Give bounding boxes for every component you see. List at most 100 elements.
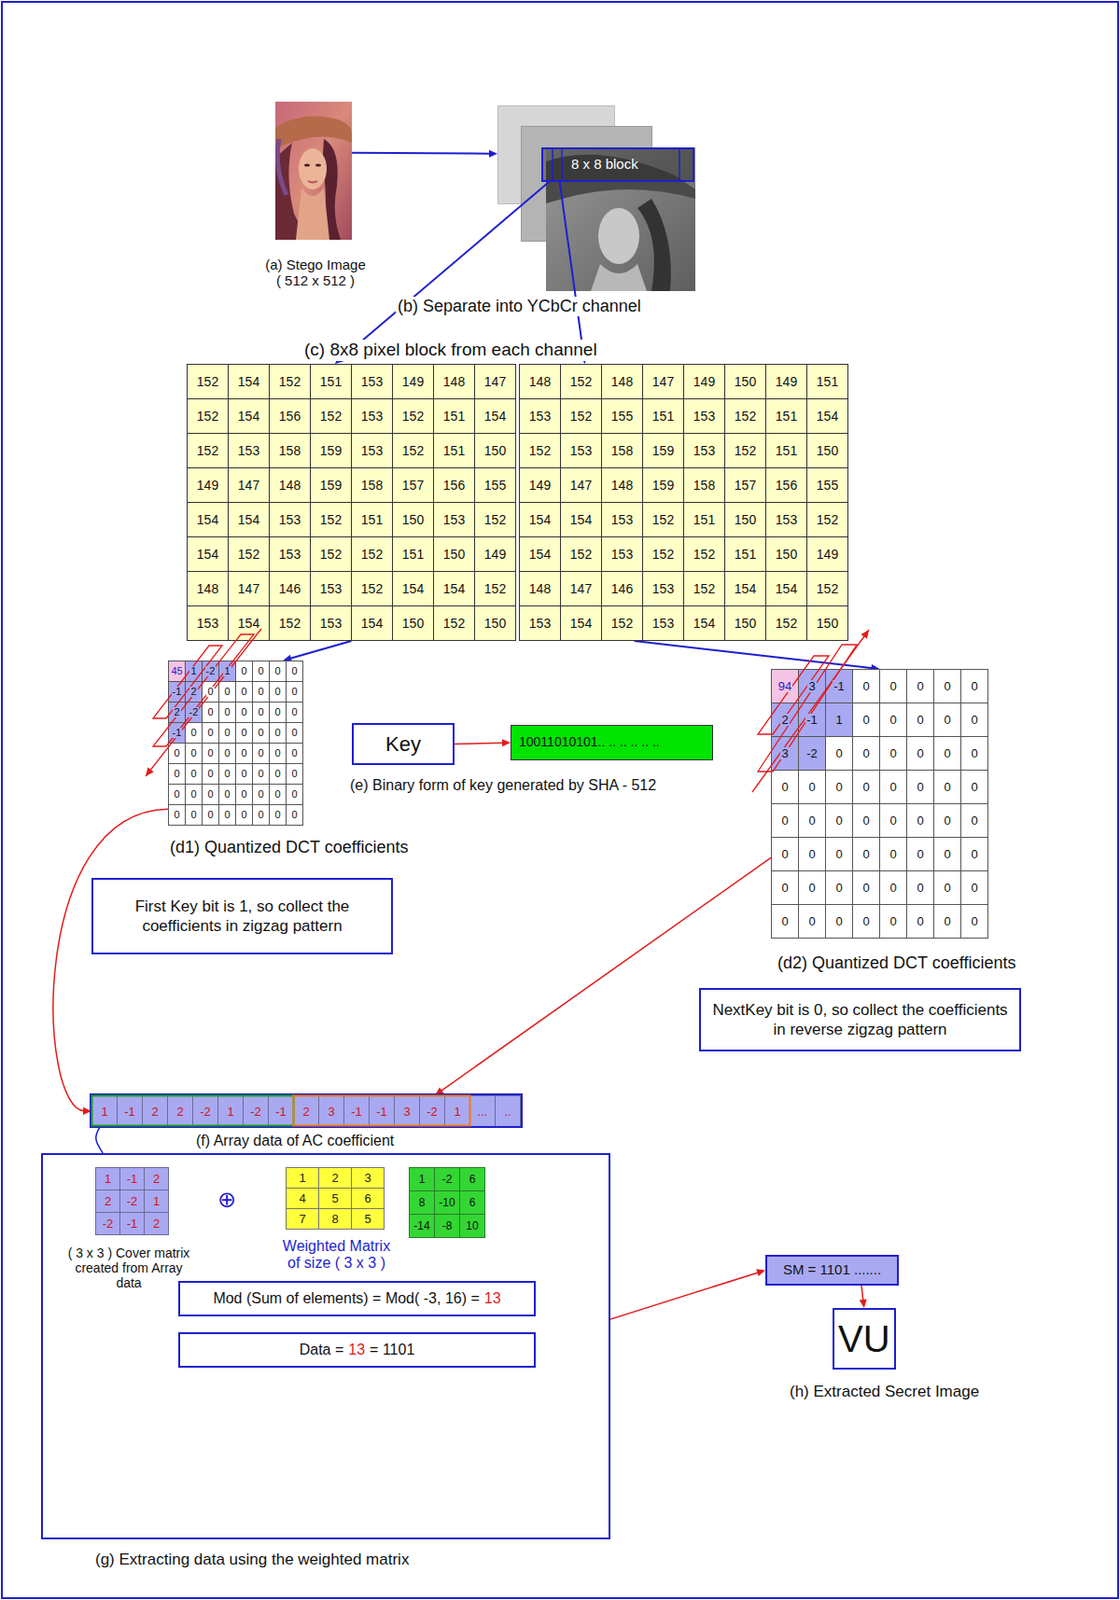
table-cell: 0 — [852, 770, 881, 805]
photo-hair — [637, 198, 672, 292]
cell-value: 152 — [483, 513, 507, 527]
connector-line — [861, 1286, 864, 1302]
cell-value: 149 — [483, 547, 507, 561]
cell-value: 0 — [915, 814, 924, 827]
table-cell: 0 — [285, 742, 304, 765]
cell-value: 0 — [256, 707, 265, 718]
table-cell: 1 — [91, 1095, 118, 1128]
cell-value: 152 — [278, 375, 302, 389]
table-cell: 148 — [601, 364, 644, 400]
cell-value: 6 — [468, 1197, 477, 1209]
cell-value: 152 — [483, 582, 507, 596]
cell-value: 0 — [942, 747, 952, 760]
cell-value: 157 — [401, 478, 425, 492]
cell-value: 1 — [834, 714, 843, 727]
cell-value: -1 — [375, 1106, 389, 1119]
table-cell: 152 — [474, 502, 517, 538]
cell-value: 0 — [290, 728, 298, 739]
table-cell: 0 — [285, 804, 304, 826]
table-cell: 149 — [765, 364, 808, 400]
array-outline — [90, 1094, 522, 1128]
cell-value: 1 — [189, 666, 197, 677]
cell-value: -8 — [441, 1220, 454, 1232]
cell-value: 153 — [360, 375, 384, 389]
cell-value: 149 — [692, 375, 716, 389]
cell-value: 0 — [239, 789, 248, 800]
table-cell: 0 — [168, 742, 186, 765]
table-cell: 154 — [227, 605, 270, 642]
cell-value: 0 — [290, 666, 298, 677]
caption: (d1) Quantized DCT coefficients — [168, 838, 410, 858]
table-cell: 0 — [268, 722, 287, 744]
table-cell: 0 — [285, 722, 304, 744]
cell-value: 0 — [861, 915, 870, 928]
cell-value: 153 — [196, 616, 220, 630]
cell-value: 155 — [483, 478, 507, 492]
table-cell: 147 — [227, 467, 270, 504]
key-box: Key — [351, 723, 455, 766]
table-cell: 154 — [186, 502, 229, 538]
table-cell: 151 — [350, 502, 393, 538]
table-cell: 154 — [350, 605, 393, 642]
cell-value: 0 — [915, 915, 924, 928]
channel-photos — [497, 105, 696, 292]
table-cell: 0 — [825, 736, 854, 771]
cell-value: 152 — [528, 444, 552, 458]
table-cell: 0 — [235, 763, 253, 785]
cell-value: 153 — [569, 444, 593, 458]
cell-value: 0 — [290, 810, 298, 821]
table-cell: 0 — [852, 736, 881, 771]
table-cell: 152 — [309, 398, 352, 434]
table-cell: 153 — [350, 398, 393, 434]
table-cell: 152 — [724, 398, 767, 434]
cell-value: 146 — [278, 582, 302, 596]
table-cell: 152 — [186, 364, 229, 400]
cell-value: 0 — [223, 789, 231, 800]
cell-value: 151 — [815, 375, 840, 389]
cell-value: 153 — [528, 616, 552, 630]
cell-value: 154 — [237, 375, 261, 389]
block-marker: 8 x 8 block — [541, 147, 695, 182]
cell-value: 0 — [239, 810, 248, 821]
cell-value: 2 — [172, 707, 181, 718]
table-cell: 152 — [227, 536, 270, 573]
cell-value: 151 — [774, 444, 798, 458]
table-cell: 0 — [933, 736, 962, 771]
table-cell: 152 — [642, 536, 685, 573]
table-cell: 150 — [474, 605, 517, 642]
cell-value: -2 — [126, 1195, 140, 1208]
node-text: First Key bit is 1, so collect the coeff… — [102, 896, 382, 938]
cell-value: 0 — [861, 781, 870, 794]
cell-value: -2 — [205, 666, 217, 677]
connector-line — [339, 182, 549, 360]
node-text: VU — [838, 1316, 891, 1363]
cell-value: 153 — [319, 582, 343, 596]
table-cell: 152 — [560, 398, 602, 434]
cell-value: 0 — [834, 781, 843, 794]
table-cell: 159 — [642, 467, 685, 504]
cell-value: 148 — [442, 375, 466, 389]
node-text: 8 x 8 block — [571, 155, 639, 174]
table-cell: 151 — [642, 398, 685, 434]
cell-value: 0 — [861, 680, 870, 693]
stego-photo — [275, 101, 352, 240]
cell-value: 0 — [172, 810, 181, 821]
table-cell: 150 — [806, 605, 849, 642]
table-cell: 2 — [293, 1095, 320, 1128]
table-cell: ... — [469, 1095, 496, 1128]
grid-line — [678, 149, 681, 181]
table-cell: 151 — [433, 398, 476, 434]
cell-value: 158 — [610, 444, 634, 458]
cell-value: 150 — [733, 616, 757, 630]
table-cell: 153 — [268, 536, 311, 573]
cell-value: 153 — [610, 513, 634, 527]
cell-value: 147 — [237, 582, 261, 596]
table-cell: -8 — [434, 1214, 461, 1239]
table-cell: 10 — [459, 1214, 486, 1239]
table-cell: 3 — [350, 1167, 385, 1190]
table-cell: 0 — [960, 803, 989, 839]
table-cell: 154 — [227, 502, 270, 538]
arrow-head — [756, 1269, 766, 1277]
table-cell: 153 — [601, 536, 644, 573]
cell-value: 0 — [206, 769, 214, 780]
